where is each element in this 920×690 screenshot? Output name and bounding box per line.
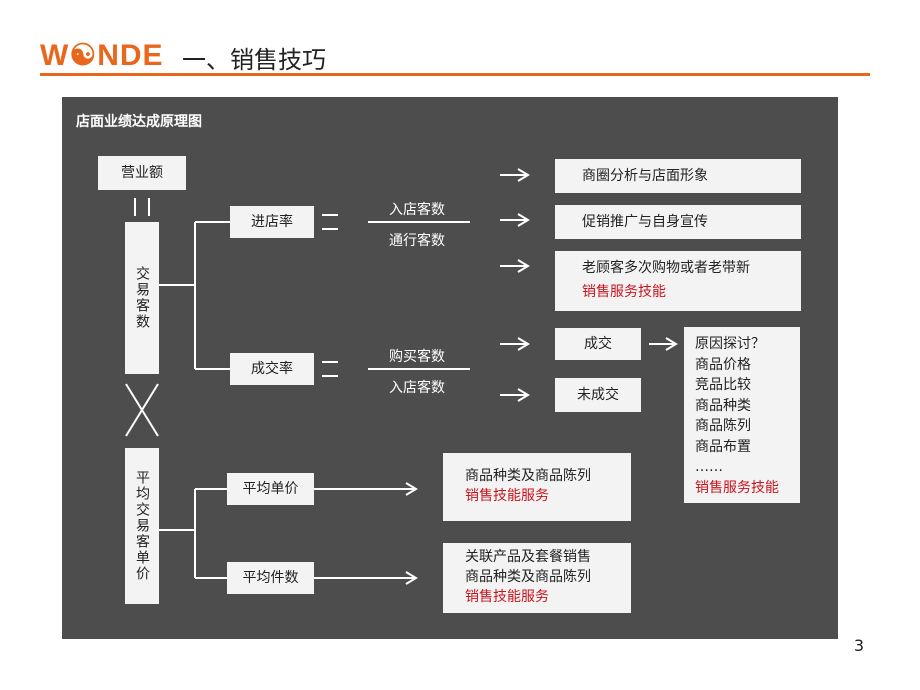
conv-numerator: 购买客数 [389, 349, 445, 365]
avg-price-result-text: 商品种类及商品陈列 [465, 468, 591, 484]
avg-items-skill: 销售技能服务 [465, 589, 549, 605]
conv-denominator: 入店客数 [389, 380, 445, 396]
avg-ticket-box: 平均交易客单价 [125, 448, 159, 604]
cause-item: 商品价格 [695, 356, 751, 373]
causes-box: 原因探讨？ 商品价格 竞品比较 商品种类 商品陈列 商品布置 …… 销售服务技能 [684, 327, 800, 503]
entry-denominator: 通行客数 [389, 233, 445, 249]
entry-rate-box: 进店率 [230, 206, 314, 238]
avg-items-result-text-2: 商品种类及商品陈列 [465, 569, 591, 585]
revenue-box: 营业额 [98, 156, 186, 190]
slide-title: 一、销售技巧 [182, 46, 326, 74]
avg-price-result-box: 商品种类及商品陈列 销售技能服务 [443, 453, 631, 521]
header-divider [40, 73, 870, 76]
cause-item: …… [695, 459, 723, 475]
entry-factor-2: 促销推广与自身宣传 [555, 205, 801, 239]
entry-numerator: 入店客数 [389, 202, 445, 218]
avg-items-box: 平均件数 [227, 562, 314, 594]
cause-item: 商品布置 [695, 438, 751, 455]
entry-factor-3-text: 老顾客多次购物或者老带新 [582, 260, 750, 276]
panel-title: 店面业绩达成原理图 [76, 114, 202, 130]
cause-item: 商品种类 [695, 397, 751, 414]
deal-box: 成交 [555, 328, 641, 360]
cause-item: 原因探讨？ [695, 336, 765, 352]
entry-factor-1: 商圈分析与店面形象 [555, 159, 801, 193]
avg-price-box: 平均单价 [227, 473, 314, 505]
no-deal-box: 未成交 [555, 378, 641, 412]
causes-skill: 销售服务技能 [695, 479, 779, 496]
conversion-rate-box: 成交率 [230, 353, 314, 385]
cause-item: 竞品比较 [695, 377, 751, 393]
page-number: 3 [853, 636, 864, 655]
company-logo: W☯NDE [40, 39, 164, 72]
entry-factor-3: 老顾客多次购物或者老带新 销售服务技能 [555, 251, 801, 311]
avg-ticket-label: 平均交易客单价 [134, 470, 150, 582]
avg-price-skill: 销售技能服务 [465, 488, 549, 504]
transactions-label: 交易客数 [134, 266, 150, 330]
entry-factor-3-skill: 销售服务技能 [582, 284, 666, 300]
avg-items-result-text-1: 关联产品及套餐销售 [465, 549, 591, 565]
transactions-box: 交易客数 [125, 222, 159, 374]
avg-items-result-box: 关联产品及套餐销售 商品种类及商品陈列 销售技能服务 [443, 543, 631, 613]
cause-item: 商品陈列 [695, 418, 751, 434]
